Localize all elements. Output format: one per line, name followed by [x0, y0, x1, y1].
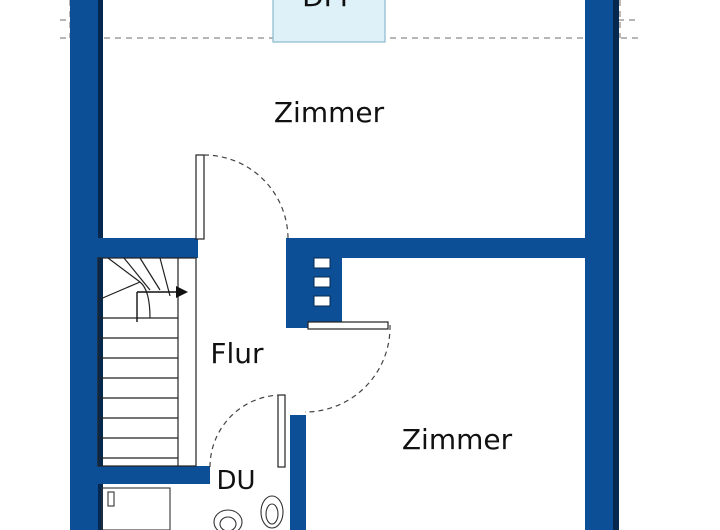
- roof-window: DFF: [272, 0, 386, 43]
- room-label-top: Zimmer: [274, 96, 385, 129]
- walls-shadow: [73, 0, 619, 530]
- door-swings: [203, 154, 391, 468]
- sink-icon: [213, 509, 243, 530]
- staircase: [97, 257, 197, 467]
- toilet-icon: [260, 495, 284, 529]
- stair-arrow-icon: [136, 286, 188, 322]
- shower-tray-icon: [101, 487, 171, 530]
- room-label-shower: DU: [216, 466, 255, 496]
- walls: [70, 0, 613, 530]
- roof-window-label: DFF: [302, 0, 356, 13]
- chimney-icon: [313, 257, 331, 307]
- room-label-bottom: Zimmer: [402, 423, 513, 456]
- room-label-hall: Flur: [210, 337, 264, 370]
